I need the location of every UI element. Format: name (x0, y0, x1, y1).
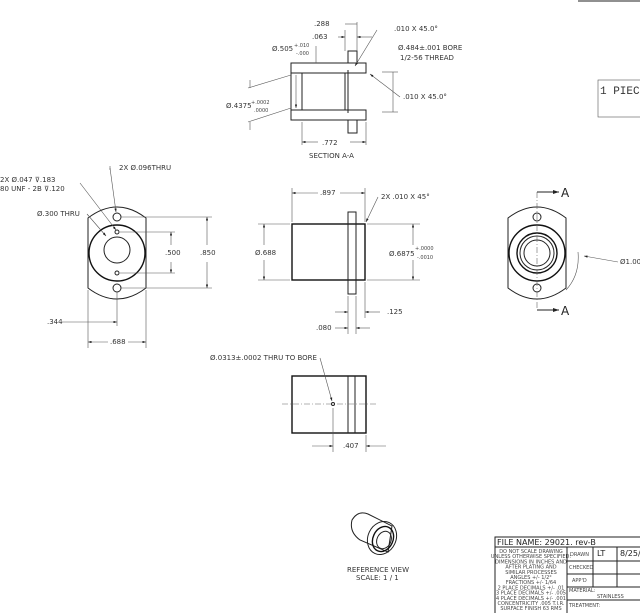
front-view: 2X Ø.096THRU 2X Ø.047 ⊽.183 80 UNF - 2B … (0, 164, 216, 348)
bore-note: Ø.484±.001 BORE (398, 44, 462, 52)
dim-4375-tol-plus: +.0002 (251, 100, 270, 106)
dim-6875-tol-minus: -.0010 (417, 255, 433, 261)
dim-505: Ø.505 (272, 45, 293, 53)
bore-300-note: Ø.300 THRU (37, 210, 80, 218)
holes-096-note: 2X Ø.096THRU (119, 164, 171, 172)
section-marker-bottom: A (561, 304, 570, 318)
thread-note: 1/2-56 THREAD (400, 54, 454, 62)
chamfer-note-2: .010 X 45.0° (403, 93, 447, 101)
rear-view: A A Ø1.00 (507, 186, 640, 318)
tolerance-note: DIMENSIONS IN INCHES AND (495, 559, 567, 565)
drawn-date: 8/25/ (620, 549, 640, 558)
tolerance-note: CONCENTRICITY .005 T.I.R. (498, 601, 565, 607)
tolerance-note: FRACTIONS +/- 1/64 (506, 580, 556, 586)
dim-897: .897 (320, 189, 336, 197)
dim-100: Ø1.00 (620, 258, 640, 266)
dim-344: .344 (47, 318, 63, 326)
dim-505-tol-plus: +.010 (294, 43, 309, 49)
tolerance-note: UNLESS OTHERWISE SPECIFIED: (491, 554, 571, 560)
tolerance-note: ANGLES +/- 1/2° (510, 575, 552, 581)
reference-view-title: REFERENCE VIEW (347, 566, 409, 574)
dim-688: Ø.688 (255, 249, 276, 257)
section-marker-top: A (561, 186, 570, 200)
hole-note: Ø.0313±.0002 THRU TO BORE (210, 354, 317, 362)
dim-772: .772 (322, 139, 338, 147)
bottom-view: Ø.0313±.0002 THRU TO BORE .407 (210, 354, 386, 452)
reference-view-scale: SCALE: 1 / 1 (356, 574, 399, 582)
dim-407: .407 (343, 442, 359, 450)
tolerance-note: 2 PLACE DECIMALS +/- .01 (498, 585, 565, 591)
note-box (597, 79, 640, 118)
appd-label: APP'D (572, 578, 587, 584)
dim-288: .288 (314, 20, 330, 28)
thread-note: 80 UNF - 2B ⊽.120 (0, 185, 65, 193)
chamfer-note: 2X .010 X 45° (381, 193, 430, 201)
material-value: STAINLESS (597, 594, 624, 600)
reference-view: REFERENCE VIEW SCALE: 1 / 1 (347, 512, 409, 582)
section-a-a-view: .288 .063 .010 X 45.0° Ø.505 +.010 -.000… (226, 20, 462, 160)
file-name: FILE NAME: 29021. rev-B (497, 538, 596, 547)
drawn-by: LT (597, 549, 605, 558)
holes-047-note: 2X Ø.047 ⊽.183 (0, 176, 56, 184)
note-box-text: 1 PIEC (600, 86, 640, 98)
dim-4375-tol-minus: .0000 (254, 108, 268, 114)
tolerance-note: DO NOT SCALE DRAWING (499, 549, 563, 555)
tolerance-note: AFTER PLATING AND (505, 565, 556, 571)
material-label: MATERIAL: (569, 588, 596, 594)
section-title: SECTION A-A (309, 152, 354, 160)
dim-125: .125 (387, 308, 403, 316)
side-view: .897 2X .010 X 45° Ø.688 Ø.6875 +.0000 -… (255, 188, 434, 334)
tolerance-note: SURFACE FINISH 63 RMS (500, 606, 561, 612)
dim-505-tol-minus: -.000 (296, 51, 309, 57)
dim-4375: Ø.4375 (226, 102, 252, 110)
drawn-label: DRAWN (570, 552, 589, 558)
dim-500: .500 (165, 249, 181, 257)
dim-080: .080 (316, 324, 332, 332)
tolerance-note: 3 PLACE DECIMALS +/- .005 (496, 591, 566, 597)
checked-label: CHECKED (569, 565, 593, 571)
dim-6875: Ø.6875 (389, 250, 415, 258)
tolerance-note: 4 PLACE DECIMALS +/- .001 (496, 596, 566, 602)
title-block: FILE NAME: 29021. rev-B DO NOT SCALE DRA… (491, 536, 640, 613)
dim-850: .850 (200, 249, 216, 257)
chamfer-note-1: .010 X 45.0° (394, 25, 438, 33)
tolerance-note: SIMILAR PROCESSES (505, 570, 557, 576)
dim-063: .063 (312, 33, 328, 41)
dim-688: .688 (110, 338, 126, 346)
dim-6875-tol-plus: +.0000 (415, 246, 434, 252)
treatment-label: TREATMENT: (568, 603, 600, 609)
